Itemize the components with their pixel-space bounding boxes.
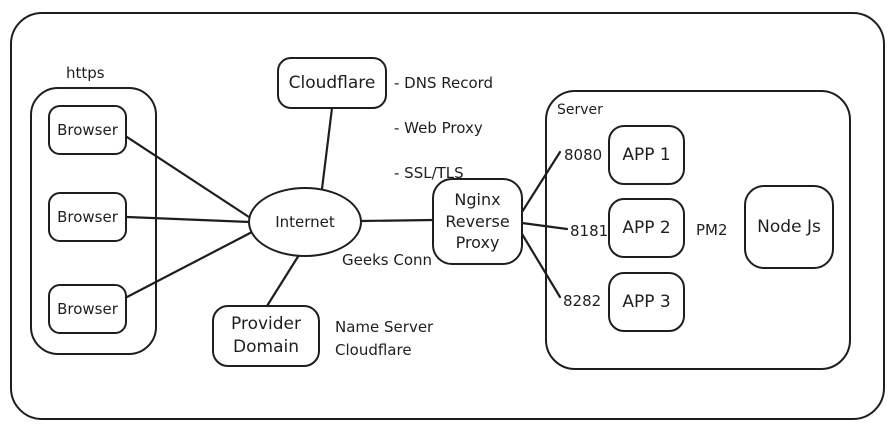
https-label: https	[66, 64, 105, 82]
app-box-3: APP 3	[608, 272, 685, 332]
geeks-conn-label: Geeks Conn	[342, 251, 433, 269]
nodejs-box: Node Js	[744, 185, 834, 269]
app-box-2: APP 2	[608, 198, 685, 258]
connector-internet-provider	[265, 253, 301, 308]
outer-frame	[10, 12, 885, 420]
port-label-8282: 8282	[561, 290, 604, 313]
browser-box-3: Browser	[48, 284, 127, 334]
connector-nginx-8282	[520, 232, 562, 299]
connector-browser2-internet	[125, 215, 252, 224]
internet-node: Internet	[248, 187, 362, 257]
provider-nameserver-note: Name Server Cloudflare	[335, 318, 434, 359]
connector-browser3-internet	[125, 229, 256, 299]
server-label: Server	[557, 102, 603, 118]
nginx-reverse-proxy-box: Nginx Reverse Proxy	[432, 178, 523, 265]
connector-internet-nginx	[359, 218, 436, 223]
cloudflare-feature-list: - DNS Record - Web Proxy - SSL/TLS	[394, 49, 493, 207]
browser-box-2: Browser	[48, 192, 127, 242]
server-group-frame	[545, 90, 851, 370]
pm2-label: PM2	[696, 221, 728, 239]
cloudflare-feature-dns: - DNS Record	[394, 73, 494, 92]
connector-nginx-8181	[520, 221, 569, 231]
cloudflare-feature-ssl: - SSL/TLS	[394, 163, 464, 182]
browser-box-1: Browser	[48, 105, 127, 155]
connector-browser1-internet	[125, 135, 254, 221]
https-group-frame	[30, 87, 157, 355]
cloudflare-box: Cloudflare	[277, 57, 387, 109]
cloudflare-feature-proxy: - Web Proxy	[394, 118, 483, 137]
port-label-8181: 8181	[568, 220, 611, 243]
app-box-1: APP 1	[608, 125, 685, 185]
provider-domain-box: Provider Domain	[212, 305, 320, 367]
connector-cloudflare-internet	[320, 106, 334, 191]
port-label-8080: 8080	[562, 144, 605, 167]
connector-nginx-8080	[520, 150, 562, 214]
